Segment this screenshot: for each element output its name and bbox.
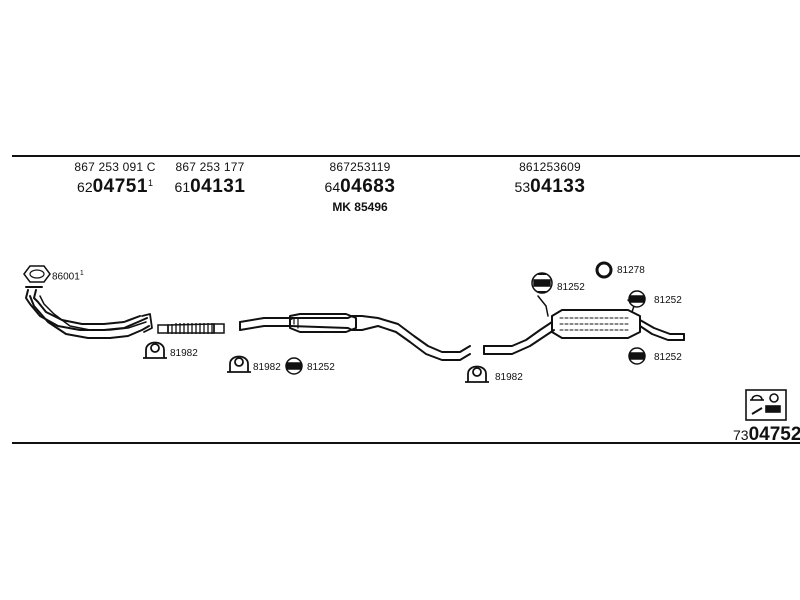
middle-silencer-drawing [239,313,471,361]
mount-label: 81252 [654,352,682,363]
mount-label: 81252 [654,295,682,306]
part-code: 6404683 [324,176,396,197]
mounting-kit-number: MK 85496 [332,200,388,214]
downpipe-drawing [25,286,153,339]
gasket-icon [23,265,51,283]
top-rule [12,155,800,157]
mount-label: 81252 [557,282,585,293]
rubber-mount-icon [628,290,646,308]
clamp-icon [465,365,489,383]
clamp-label: 81982 [170,348,198,359]
clamp-icon [143,341,167,359]
ring-label: 81278 [617,265,645,276]
oem-number: 867253119 [329,160,391,174]
part-label-rear-silencer: 861253609 5304133 [500,160,600,198]
part-label-middle-silencer: 867253119 6404683 MK 85496 [305,160,415,214]
rubber-mount-icon [285,357,303,375]
flex-pipe-drawing [157,323,225,334]
ring-icon [595,261,613,279]
clamp-label: 81982 [495,372,523,383]
part-label-downpipe: 867 253 091 C 62047511 [60,160,170,198]
part-code: 5304133 [514,176,586,197]
clamp-label: 81982 [253,362,281,373]
kit-code: 7304752 [733,424,800,445]
rubber-mount-icon [531,272,553,294]
clamp-icon [227,355,251,373]
rubber-mount-icon [628,347,646,365]
part-code: 6104131 [174,176,246,197]
part-code: 62047511 [77,176,153,197]
oem-number: 861253609 [519,160,581,174]
rear-silencer-drawing [483,295,685,355]
gasket-label: 860011 [52,270,84,283]
parts-kit-icon [745,389,787,421]
oem-number: 867 253 177 [175,160,245,174]
mount-label: 81252 [307,362,335,373]
bottom-rule [12,442,800,444]
part-label-flex-pipe: 867 253 177 6104131 [160,160,260,198]
oem-number: 867 253 091 C [74,160,156,174]
